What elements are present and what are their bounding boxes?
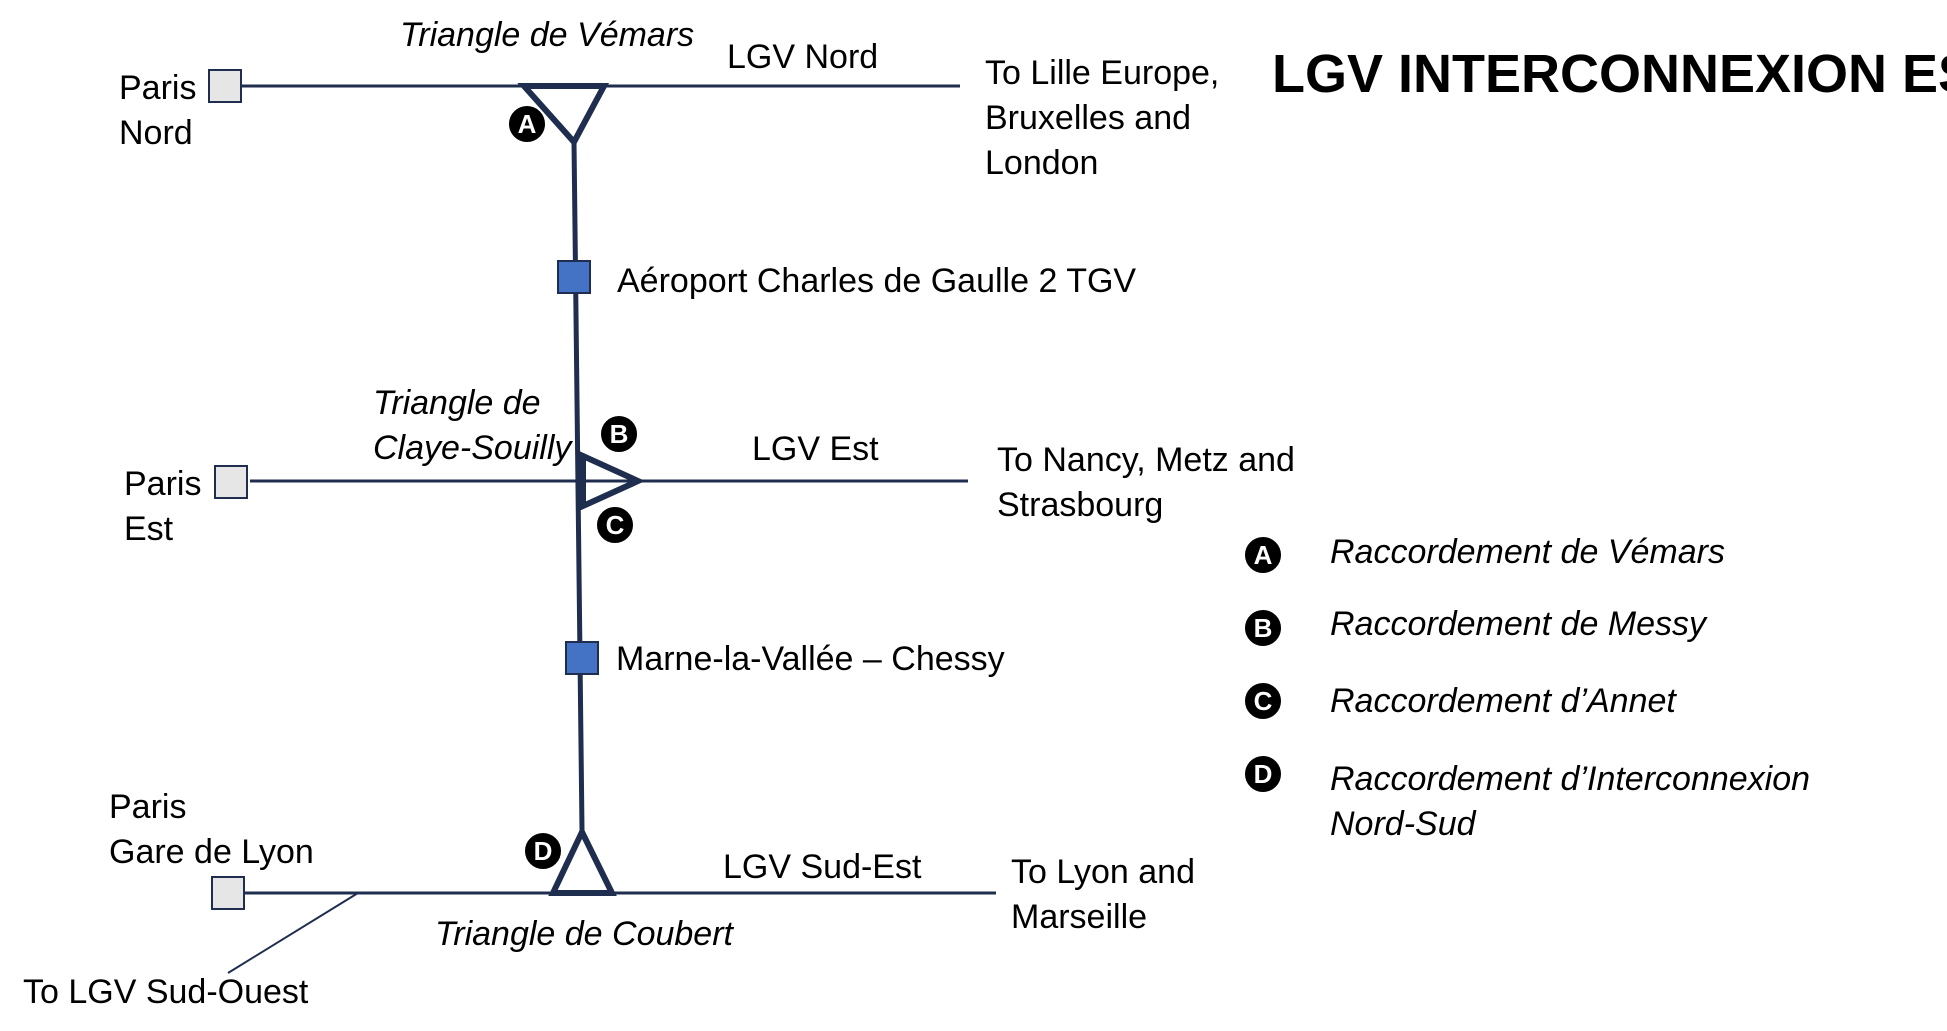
- badge-d: D: [523, 831, 563, 871]
- svg-text:B: B: [610, 419, 629, 449]
- legend-badge-d: [1243, 754, 1283, 794]
- badge-b: B: [599, 414, 639, 454]
- triangle-vemars-label: Triangle de Vémars: [400, 16, 694, 54]
- sud-ouest-branch-line: [227, 892, 359, 974]
- lgv-nord-label: LGV Nord: [727, 38, 878, 76]
- svg-text:A: A: [1254, 540, 1273, 570]
- legend-label-c: Raccordement d’Annet: [1330, 682, 1677, 720]
- legend-label-a: Raccordement de Vémars: [1330, 533, 1725, 571]
- nord-destination-line1: To Lille Europe,: [985, 54, 1219, 92]
- lgv-est-label: LGV Est: [752, 430, 879, 468]
- paris-est-label-line2: Est: [124, 510, 174, 548]
- legend-label-d-line1: Raccordement d’Interconnexion: [1330, 760, 1810, 798]
- triangle-vemars-junction: [517, 83, 610, 148]
- nord-destination-line3: London: [985, 144, 1098, 182]
- mlv-station-marker: [565, 641, 599, 675]
- lgv-sud-est-label: LGV Sud-Est: [723, 848, 922, 886]
- paris-lyon-label-line2: Gare de Lyon: [109, 833, 314, 871]
- legend-label-d-line2: Nord-Sud: [1330, 805, 1477, 843]
- triangle-claye-junction: [580, 451, 646, 511]
- paris-lyon-terminal: [211, 876, 245, 910]
- legend-item-a: A Raccordement de Vémars: [1243, 533, 1725, 575]
- svg-text:B: B: [1254, 613, 1273, 643]
- legend-item-d: D Raccordement d’Interconnexion Nord-Sud: [1243, 754, 1810, 843]
- legend-badge-c: [1243, 681, 1283, 721]
- triangle-coubert-junction: [548, 825, 617, 896]
- legend-item-c: C Raccordement d’Annet: [1243, 681, 1677, 721]
- cdg-station-marker: [557, 260, 591, 294]
- badge-a: A: [507, 104, 547, 144]
- paris-nord-label-line1: Paris: [119, 69, 196, 107]
- triangle-claye-label-line1: Triangle de: [373, 384, 541, 422]
- est-destination-line1: To Nancy, Metz and: [997, 441, 1295, 479]
- badge-c: C: [595, 505, 635, 545]
- interconnexion-trunk: [571, 141, 585, 831]
- sud-est-destination-line2: Marseille: [1011, 898, 1147, 936]
- mlv-station-label: Marne-la-Vallée – Chessy: [616, 640, 1005, 678]
- legend-label-b: Raccordement de Messy: [1330, 605, 1708, 643]
- paris-nord-terminal: [208, 69, 242, 103]
- paris-est-label-line1: Paris: [124, 465, 201, 503]
- paris-lyon-label-line1: Paris: [109, 788, 186, 826]
- triangle-claye-label-line2: Claye-Souilly: [373, 429, 573, 467]
- legend-item-b: B Raccordement de Messy: [1243, 605, 1708, 648]
- nord-destination-line2: Bruxelles and: [985, 99, 1191, 137]
- legend-badge-b: [1243, 608, 1283, 648]
- sud-est-destination-line1: To Lyon and: [1011, 853, 1195, 891]
- diagram-title: LGV INTERCONNEXION EST: [1272, 44, 1947, 104]
- svg-text:D: D: [534, 836, 553, 866]
- svg-text:C: C: [606, 510, 625, 540]
- legend: A Raccordement de Vémars B Raccordement …: [1243, 533, 1810, 843]
- paris-nord-label-line2: Nord: [119, 114, 193, 152]
- legend-badge-a: [1243, 535, 1283, 575]
- paris-est-terminal: [214, 465, 248, 499]
- est-destination-line2: Strasbourg: [997, 486, 1163, 524]
- triangle-coubert-label: Triangle de Coubert: [435, 915, 735, 953]
- svg-text:C: C: [1254, 686, 1273, 716]
- svg-text:D: D: [1254, 759, 1273, 789]
- cdg-station-label: Aéroport Charles de Gaulle 2 TGV: [617, 262, 1136, 300]
- sud-ouest-destination: To LGV Sud-Ouest: [23, 973, 309, 1011]
- svg-text:A: A: [518, 109, 537, 139]
